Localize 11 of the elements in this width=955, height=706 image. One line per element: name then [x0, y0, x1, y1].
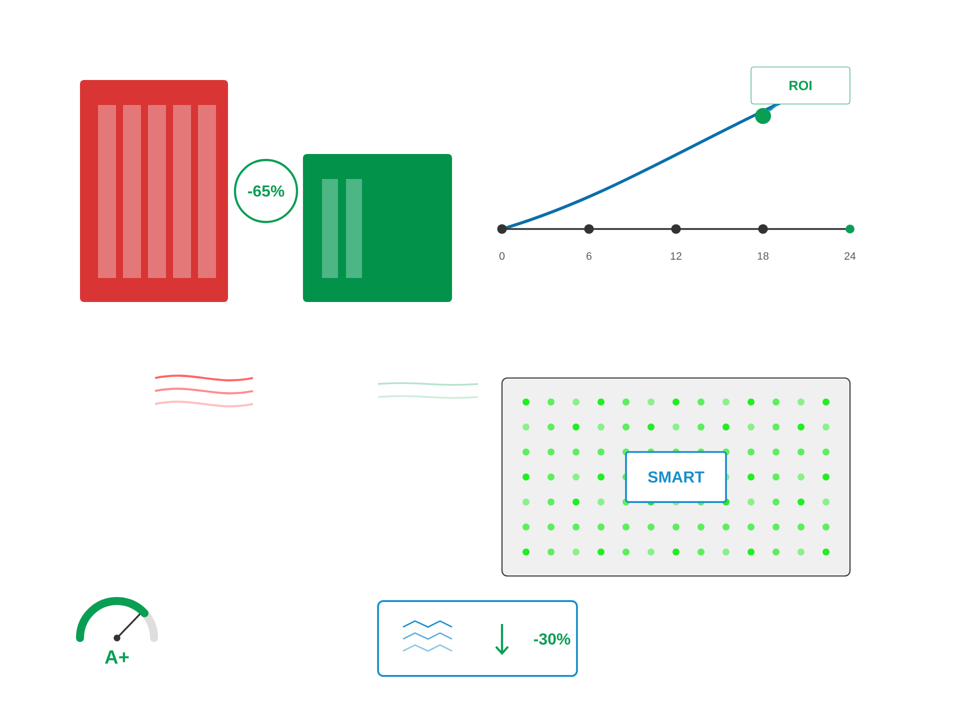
grade-label: A+	[104, 650, 129, 664]
tick-label: 24	[844, 252, 856, 260]
tick-label: 0	[499, 252, 505, 260]
callout-box: ROI	[750, 66, 850, 104]
marker-dot	[755, 108, 772, 124]
label-box: SMART	[625, 451, 727, 503]
tick-label: 18	[758, 252, 768, 260]
tick-label: 6	[586, 252, 592, 260]
tick-label: 12	[670, 252, 682, 260]
leader-line	[768, 104, 778, 112]
percent-text: -30%	[534, 633, 570, 645]
